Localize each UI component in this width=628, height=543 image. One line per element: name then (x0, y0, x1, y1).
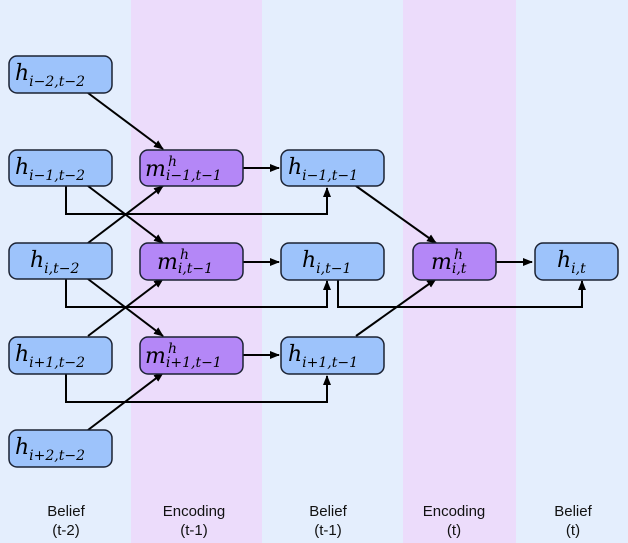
node-base: m (431, 250, 452, 275)
node-base: h (30, 248, 44, 273)
node-box (8, 429, 113, 468)
col-sublabel-belief-t-2: (t-2) (52, 522, 80, 539)
node-h-i-tm2: hi,t−2 (8, 242, 113, 280)
node-sub: i−1,t−1 (302, 168, 358, 184)
col-sublabel-belief-t: (t) (566, 522, 580, 539)
svg-text:mi,t: mi,t (431, 250, 467, 277)
svg-text:mi−1,t−1: mi−1,t−1 (145, 157, 222, 184)
svg-text:hi+1,t−2: hi+1,t−2 (15, 342, 85, 371)
node-base: h (15, 342, 29, 367)
node-box (534, 242, 619, 281)
node-h-ip2-tm2: hi+2,t−2 (8, 429, 113, 468)
node-box (139, 149, 244, 187)
node-sub: i,t−1 (316, 261, 351, 277)
svg-text:hi,t: hi,t (557, 248, 586, 277)
node-box (412, 242, 497, 281)
node-base: h (15, 61, 29, 86)
node-sub: i,t−2 (44, 261, 79, 277)
node-base: m (145, 157, 166, 182)
col-label-encoding-t-1: Encoding (163, 503, 226, 520)
svg-text:hi−1,t−2: hi−1,t−2 (15, 155, 85, 184)
node-sup: h (180, 247, 189, 263)
svg-text:hi−2,t−2: hi−2,t−2 (15, 61, 85, 90)
edge-h-ip1-tm1-to-m-i-t (355, 278, 437, 337)
edge-skip-h-ip1 (65, 374, 331, 403)
node-box (139, 242, 244, 281)
col-sublabel-belief-t-1: (t-1) (314, 522, 342, 539)
col-sublabel-encoding-t: (t) (447, 522, 461, 539)
node-sub: i+1,t−1 (166, 355, 222, 371)
node-m-i-tm1: mi,t−1 h (139, 242, 244, 281)
node-box (139, 336, 244, 375)
node-base: h (288, 342, 302, 367)
edge-h-im1-tm1-to-m-i-t (355, 185, 437, 244)
col-label-belief-t-1: Belief (309, 503, 347, 520)
node-sup: h (168, 154, 177, 170)
node-box (280, 149, 385, 187)
edges (65, 92, 586, 431)
node-sup: h (454, 247, 463, 263)
node-sub: i−2,t−2 (29, 74, 85, 90)
node-box (8, 242, 113, 280)
node-sub: i,t (452, 261, 467, 277)
svg-text:hi,t−2: hi,t−2 (30, 248, 79, 277)
node-base: m (145, 344, 166, 369)
node-sub: i,t−1 (178, 261, 213, 277)
col-sublabel-encoding-t-1: (t-1) (180, 522, 208, 539)
node-h-im2-tm2: hi−2,t−2 (8, 55, 113, 94)
node-m-ip1-tm1: mi+1,t−1 h (139, 336, 244, 375)
node-m-i-t: mi,t h (412, 242, 497, 281)
node-h-im1-tm2: hi−1,t−2 (8, 149, 113, 187)
edge-h-im2-to-m-im1 (87, 92, 164, 150)
node-sub: i+1,t−1 (302, 355, 358, 371)
node-sub: i+1,t−2 (29, 355, 85, 371)
node-sup: h (168, 341, 177, 357)
column-labels: Belief (t-2) Encoding (t-1) Belief (t-1)… (47, 503, 592, 539)
node-m-im1-tm1: mi−1,t−1 h (139, 149, 244, 187)
node-box (280, 336, 385, 375)
node-h-i-t: hi,t (534, 242, 619, 281)
node-sub: i,t (571, 261, 586, 277)
node-h-ip1-tm1: hi+1,t−1 (280, 336, 385, 375)
node-base: m (157, 250, 178, 275)
node-box (8, 336, 113, 375)
node-box (8, 149, 113, 187)
node-sub: i+2,t−2 (29, 448, 85, 464)
node-base: h (15, 155, 29, 180)
col-label-encoding-t: Encoding (423, 503, 486, 520)
col-label-belief-t: Belief (554, 503, 592, 520)
node-box (8, 55, 113, 94)
nodes: hi−2,t−2 hi−1,t−2 hi,t−2 hi+1,t−2 hi+2,t… (8, 55, 619, 468)
node-base: h (302, 248, 316, 273)
edge-skip-h-i-tm1 (337, 279, 586, 308)
node-h-i-tm1: hi,t−1 (280, 242, 385, 281)
col-label-belief-t-2: Belief (47, 503, 85, 520)
node-sub: i−1,t−2 (29, 168, 85, 184)
node-sub: i−1,t−1 (166, 168, 222, 184)
node-base: h (15, 435, 29, 460)
svg-text:mi,t−1: mi,t−1 (157, 250, 213, 277)
node-box (280, 242, 385, 281)
edge-skip-h-im1 (65, 186, 331, 215)
node-base: h (288, 155, 302, 180)
svg-text:hi−1,t−1: hi−1,t−1 (288, 155, 358, 184)
svg-text:mi+1,t−1: mi+1,t−1 (145, 344, 222, 371)
edge-skip-h-i (65, 279, 331, 308)
svg-text:hi+2,t−2: hi+2,t−2 (15, 435, 85, 464)
node-h-im1-tm1: hi−1,t−1 (280, 149, 385, 187)
svg-text:hi,t−1: hi,t−1 (302, 248, 351, 277)
node-h-ip1-tm2: hi+1,t−2 (8, 336, 113, 375)
svg-text:hi+1,t−1: hi+1,t−1 (288, 342, 358, 371)
node-base: h (557, 248, 571, 273)
